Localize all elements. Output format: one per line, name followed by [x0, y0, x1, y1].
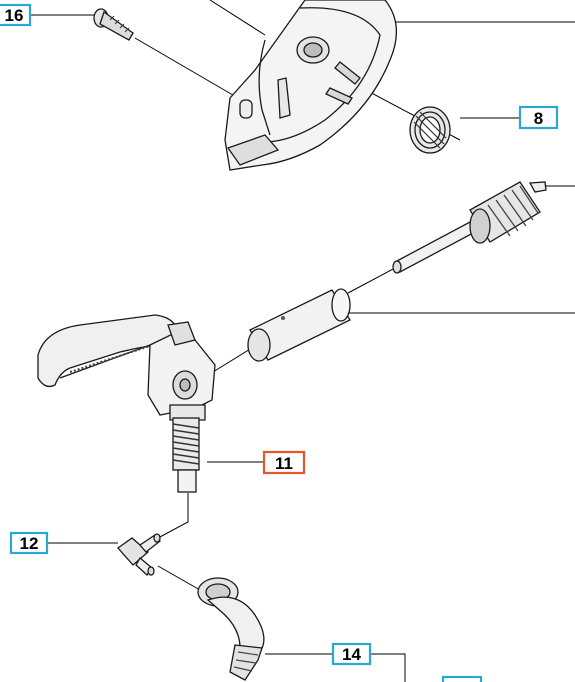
- callout-14-label: 14: [342, 645, 361, 664]
- callout-16-box: [0, 3, 32, 27]
- leader-lines: [30, 0, 575, 682]
- callout-14-box: [331, 642, 372, 666]
- sleeve-part: [247, 288, 351, 362]
- callout-11-label: 11: [275, 454, 293, 473]
- callout-partial-bottom: [441, 675, 483, 682]
- leader-top-left: [209, 0, 266, 36]
- callout-12-label: 12: [20, 534, 39, 553]
- callout-11: 11: [262, 450, 306, 475]
- callout-8-box: [518, 105, 559, 130]
- callout-16-label: 16: [5, 6, 24, 25]
- leader-screw: [134, 37, 239, 99]
- callout-11-box: [262, 450, 306, 475]
- pump-shaft-part: [392, 181, 547, 274]
- leader-hose-a: [157, 493, 189, 539]
- leader-fitting: [157, 565, 201, 591]
- threaded-pipe-part: [172, 417, 200, 493]
- spring-part: [409, 106, 451, 154]
- elbow-fitting-part: [117, 533, 161, 576]
- callout-partial-box: [441, 675, 483, 682]
- callout-8: 8: [518, 105, 559, 130]
- hose-nozzle-part: [197, 577, 265, 681]
- cover-plate-part: [224, 0, 398, 171]
- leader-14-right: [370, 653, 406, 682]
- callout-8-label: 8: [534, 109, 543, 128]
- callout-12: 12: [9, 531, 49, 555]
- lever-part: [37, 314, 216, 421]
- callout-16: 16: [0, 3, 32, 27]
- callout-14: 14: [331, 642, 372, 666]
- callout-12-box: [9, 531, 49, 555]
- screw-part: [93, 8, 134, 41]
